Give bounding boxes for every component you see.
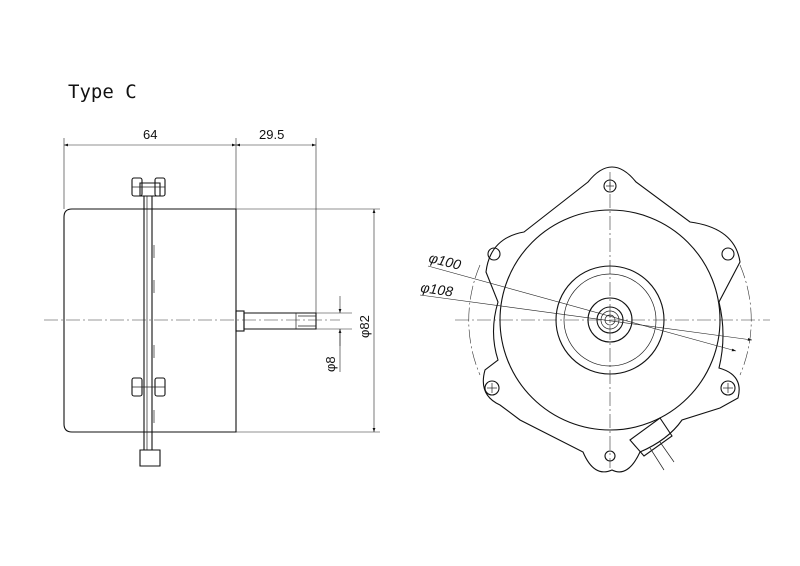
dim-line-108 [419,294,753,341]
front-view: φ100 φ108 [419,166,770,473]
mounting-bracket [143,195,153,451]
side-view: 64 29.5 φ82 φ8 [44,127,380,467]
mount-hole-right [721,247,735,261]
dim-shaft-length-label: 29.5 [259,127,284,142]
dim-inner-dia-label: φ100 [427,249,463,272]
dim-shaft-dia-label: φ8 [323,356,338,372]
top-bolt [131,177,166,197]
dim-length-label: 64 [143,127,157,142]
screw-left [484,380,500,396]
drawing-title: Type C [68,81,137,103]
dim-body-dia-label: φ82 [357,315,372,338]
screw-right [720,380,736,396]
mount-hole-left [487,247,501,261]
motor-body-outline [63,208,237,433]
bottom-bolt [131,377,166,397]
flange-outline [482,166,741,473]
motor-shaft [235,310,317,332]
dim-outer-dia-label: φ108 [420,279,455,299]
dim-line-100 [427,265,737,352]
cable-outlet [629,417,675,471]
